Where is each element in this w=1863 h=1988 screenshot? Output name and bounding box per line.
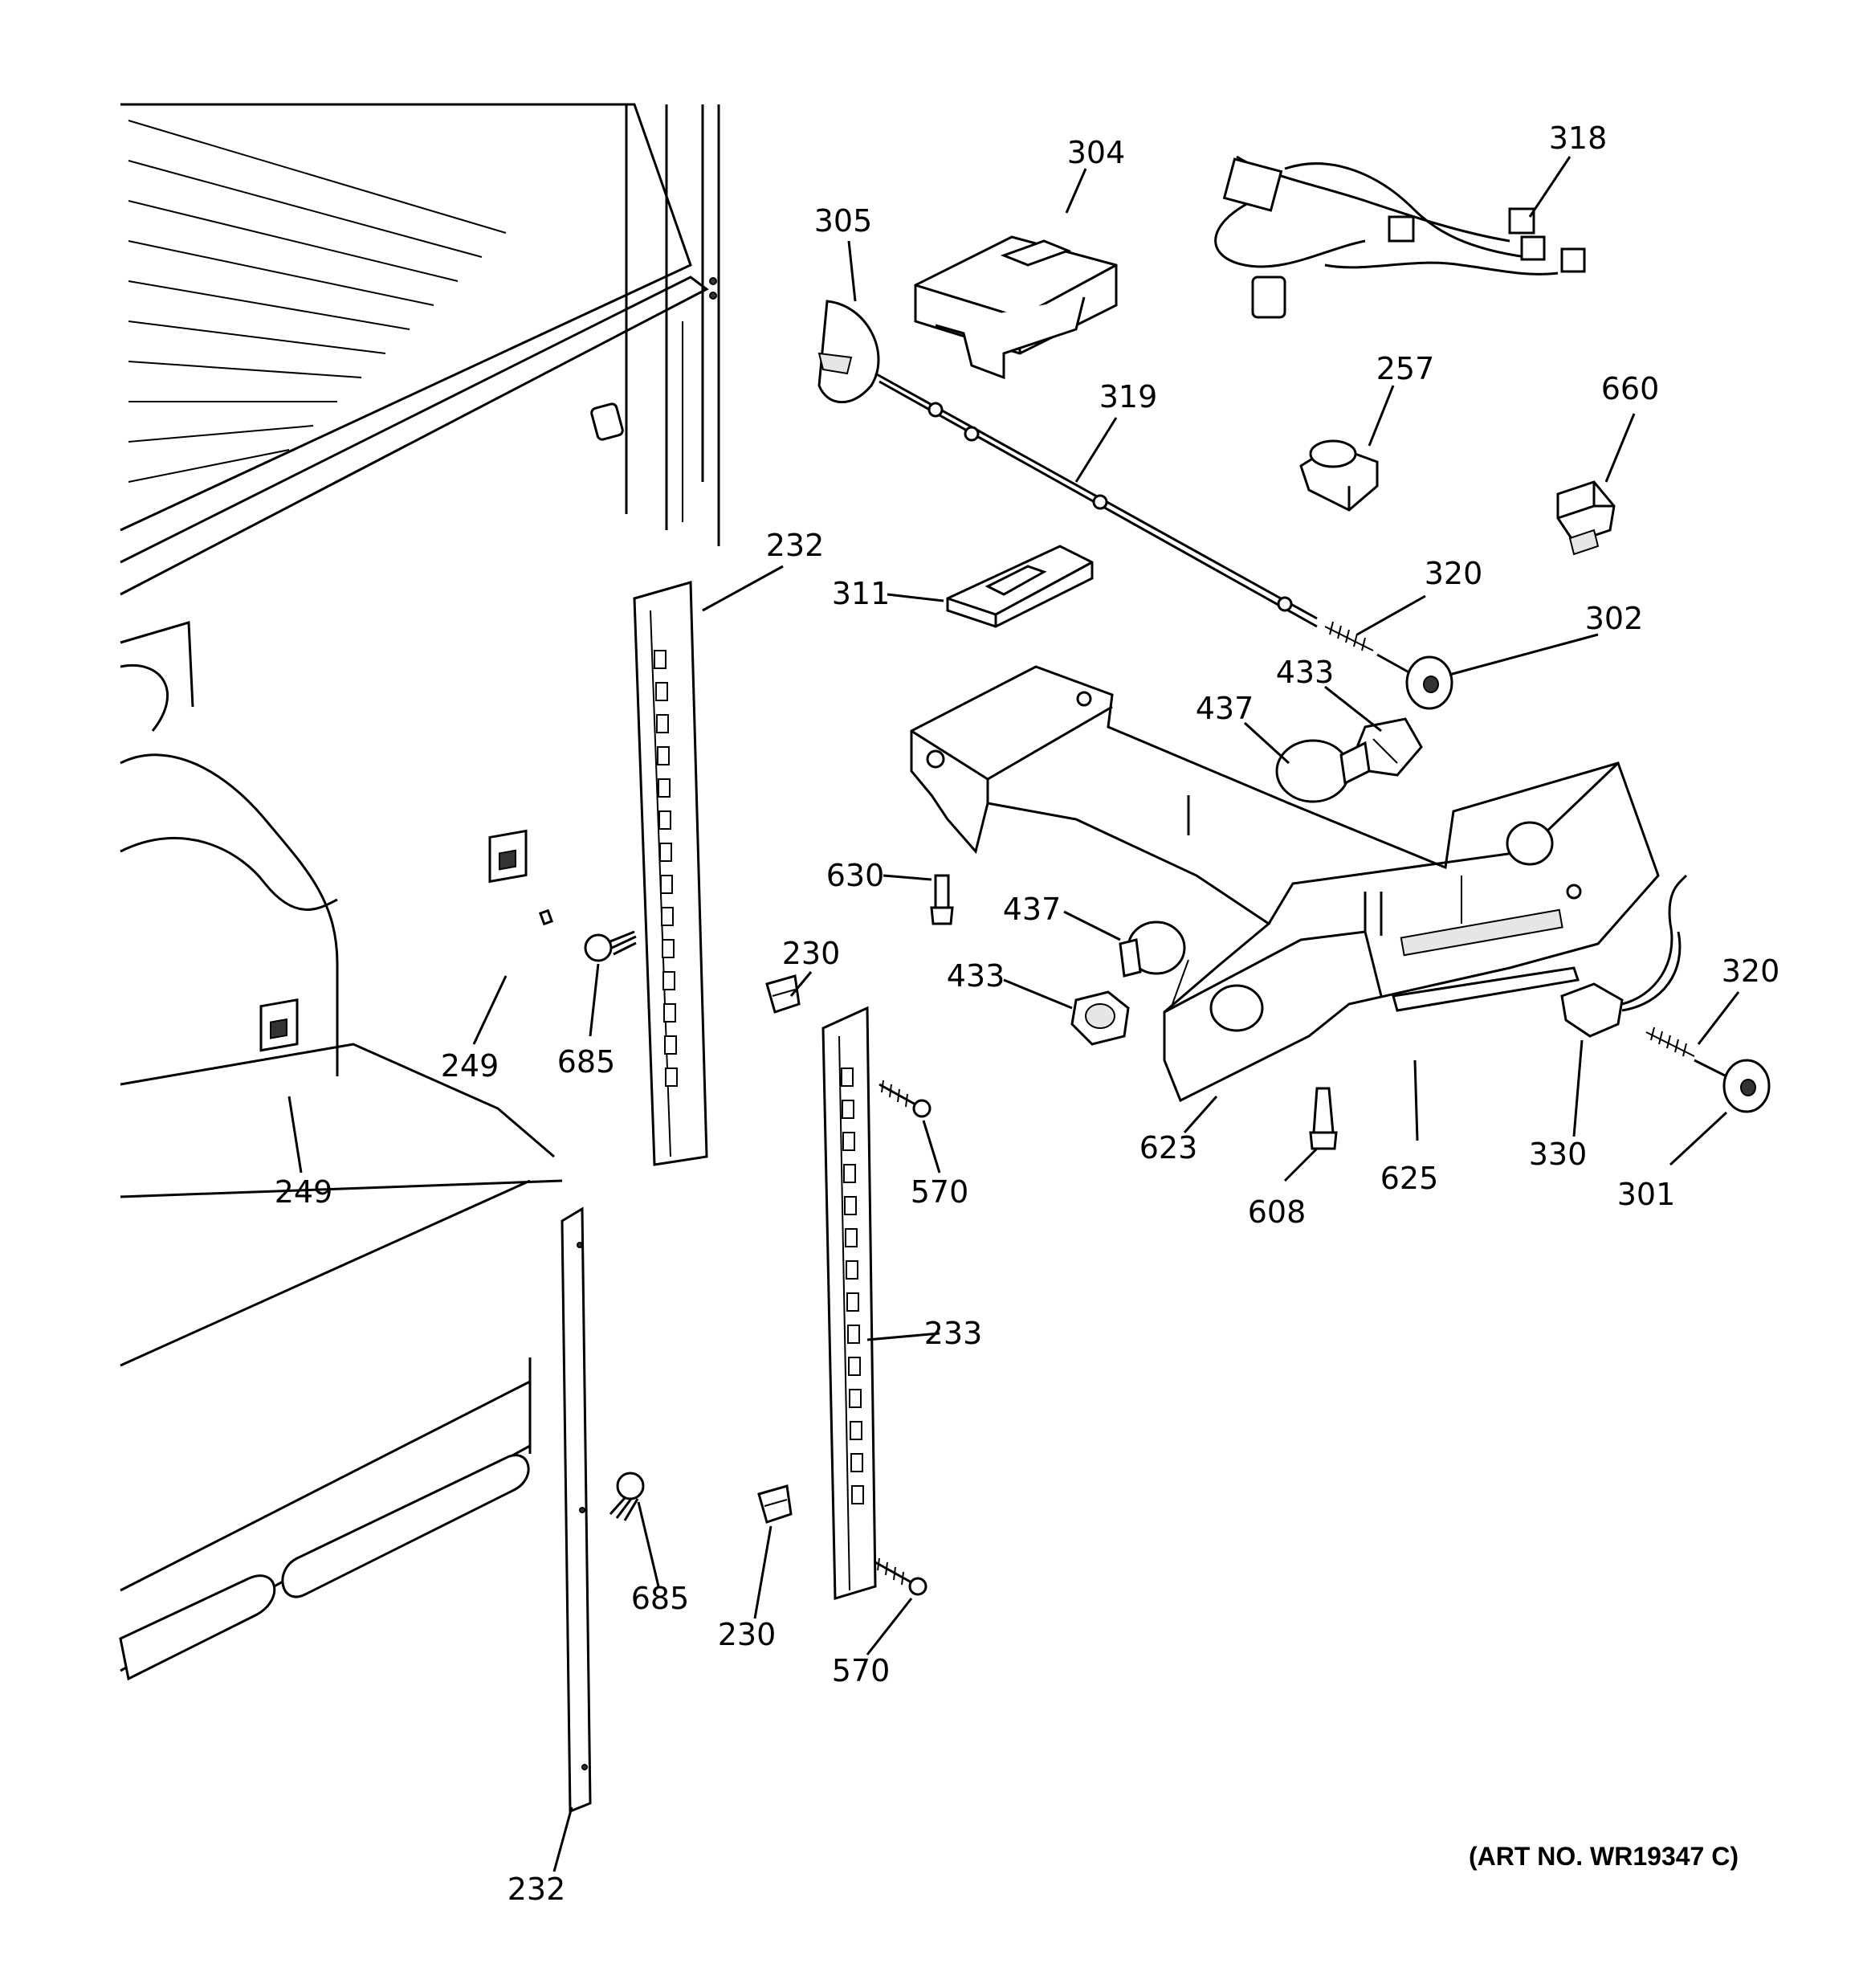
leader-lines <box>287 156 1740 1872</box>
rail-233 <box>821 1006 877 1601</box>
bracket-230-lower <box>757 1484 793 1524</box>
clip-249-lower <box>259 998 299 1052</box>
rail-232-upper <box>633 581 708 1166</box>
screw-685-upper <box>584 930 637 962</box>
part-label-233: 233 <box>924 1316 983 1351</box>
part-label-570-upper: 570 <box>911 1174 969 1210</box>
bulb-437-lower <box>1119 921 1186 978</box>
rod-319 <box>874 372 1318 628</box>
housing-623 <box>910 665 1660 1103</box>
screw-570-lower <box>874 1557 927 1596</box>
timer-257 <box>1299 439 1379 512</box>
part-label-302: 302 <box>1585 601 1644 636</box>
knob-305 <box>817 300 880 404</box>
screw-630 <box>930 874 954 925</box>
screw-685-lower <box>609 1472 645 1521</box>
part-label-660: 660 <box>1601 371 1660 406</box>
part-label-305: 305 <box>814 203 873 239</box>
shelf-ribs <box>128 120 507 483</box>
part-label-249-upper: 249 <box>441 1048 499 1084</box>
part-label-608: 608 <box>1248 1194 1307 1230</box>
bracket-230-upper <box>765 974 801 1014</box>
part-label-630: 630 <box>826 858 885 893</box>
rail-232-lower <box>561 1206 592 1814</box>
bulb-437-upper <box>1275 739 1371 803</box>
part-labels: 304 318 305 257 660 319 232 311 320 302 … <box>275 120 1780 1907</box>
part-label-433-lower: 433 <box>947 958 1005 994</box>
part-label-320-lower: 320 <box>1722 953 1780 989</box>
cover-311 <box>946 545 1094 628</box>
switch-660 <box>1556 480 1616 556</box>
part-label-437-lower: 437 <box>1003 892 1062 927</box>
knob-301 <box>1694 1059 1771 1113</box>
part-label-437-upper: 437 <box>1196 691 1254 726</box>
cover-304 <box>914 235 1118 380</box>
part-label-232-lower: 232 <box>508 1872 566 1907</box>
part-label-318: 318 <box>1549 120 1608 156</box>
part-label-249-lower: 249 <box>275 1174 333 1210</box>
spring-320-upper <box>1324 621 1374 651</box>
part-label-230-upper: 230 <box>782 936 841 971</box>
lens-625 <box>1392 966 1580 1012</box>
part-label-257: 257 <box>1376 351 1435 386</box>
part-label-311: 311 <box>832 576 891 611</box>
socket-433-lower <box>1070 990 1130 1046</box>
part-label-570-lower: 570 <box>832 1653 891 1688</box>
part-label-232-upper: 232 <box>766 528 825 563</box>
part-label-304: 304 <box>1067 135 1126 170</box>
part-label-301: 301 <box>1617 1177 1676 1212</box>
cabinet-interior <box>119 103 720 1681</box>
clip-249-upper <box>488 829 554 926</box>
thermostat-330 <box>1560 874 1688 1038</box>
art-number: (ART NO. WR19347 C) <box>1469 1842 1739 1871</box>
wire-harness-318 <box>1214 155 1586 319</box>
part-label-319: 319 <box>1099 379 1158 414</box>
knob-302 <box>1376 653 1453 710</box>
part-label-330: 330 <box>1529 1137 1588 1172</box>
part-label-623: 623 <box>1139 1130 1198 1165</box>
part-label-625: 625 <box>1380 1161 1439 1196</box>
part-label-320-upper: 320 <box>1425 556 1483 591</box>
part-label-685-upper: 685 <box>557 1044 616 1080</box>
screw-570-upper <box>879 1080 932 1118</box>
part-label-433-upper: 433 <box>1276 655 1335 690</box>
part-label-230-lower: 230 <box>718 1617 777 1652</box>
screw-608 <box>1309 1087 1338 1150</box>
spring-320-lower <box>1645 1027 1695 1057</box>
part-label-685-lower: 685 <box>631 1581 690 1616</box>
